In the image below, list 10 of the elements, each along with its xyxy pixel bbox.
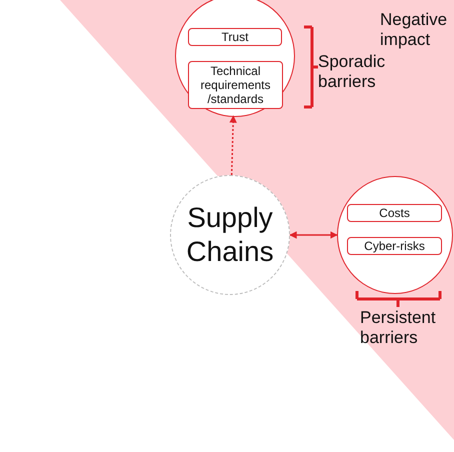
barrier-box: Costs — [347, 204, 442, 222]
note-text: Negative impact — [380, 10, 448, 50]
circle-title: Supply Chains — [185, 201, 275, 269]
note-text: Sporadic barriers — [318, 52, 386, 92]
note-text: Persistent barriers — [360, 308, 437, 348]
arrow — [289, 231, 338, 239]
barrier-box: Cyber-risks — [347, 237, 442, 255]
arrow — [229, 115, 237, 176]
barrier-box: Technical requirements /standards — [188, 61, 283, 109]
barrier-box: Trust — [188, 28, 282, 46]
